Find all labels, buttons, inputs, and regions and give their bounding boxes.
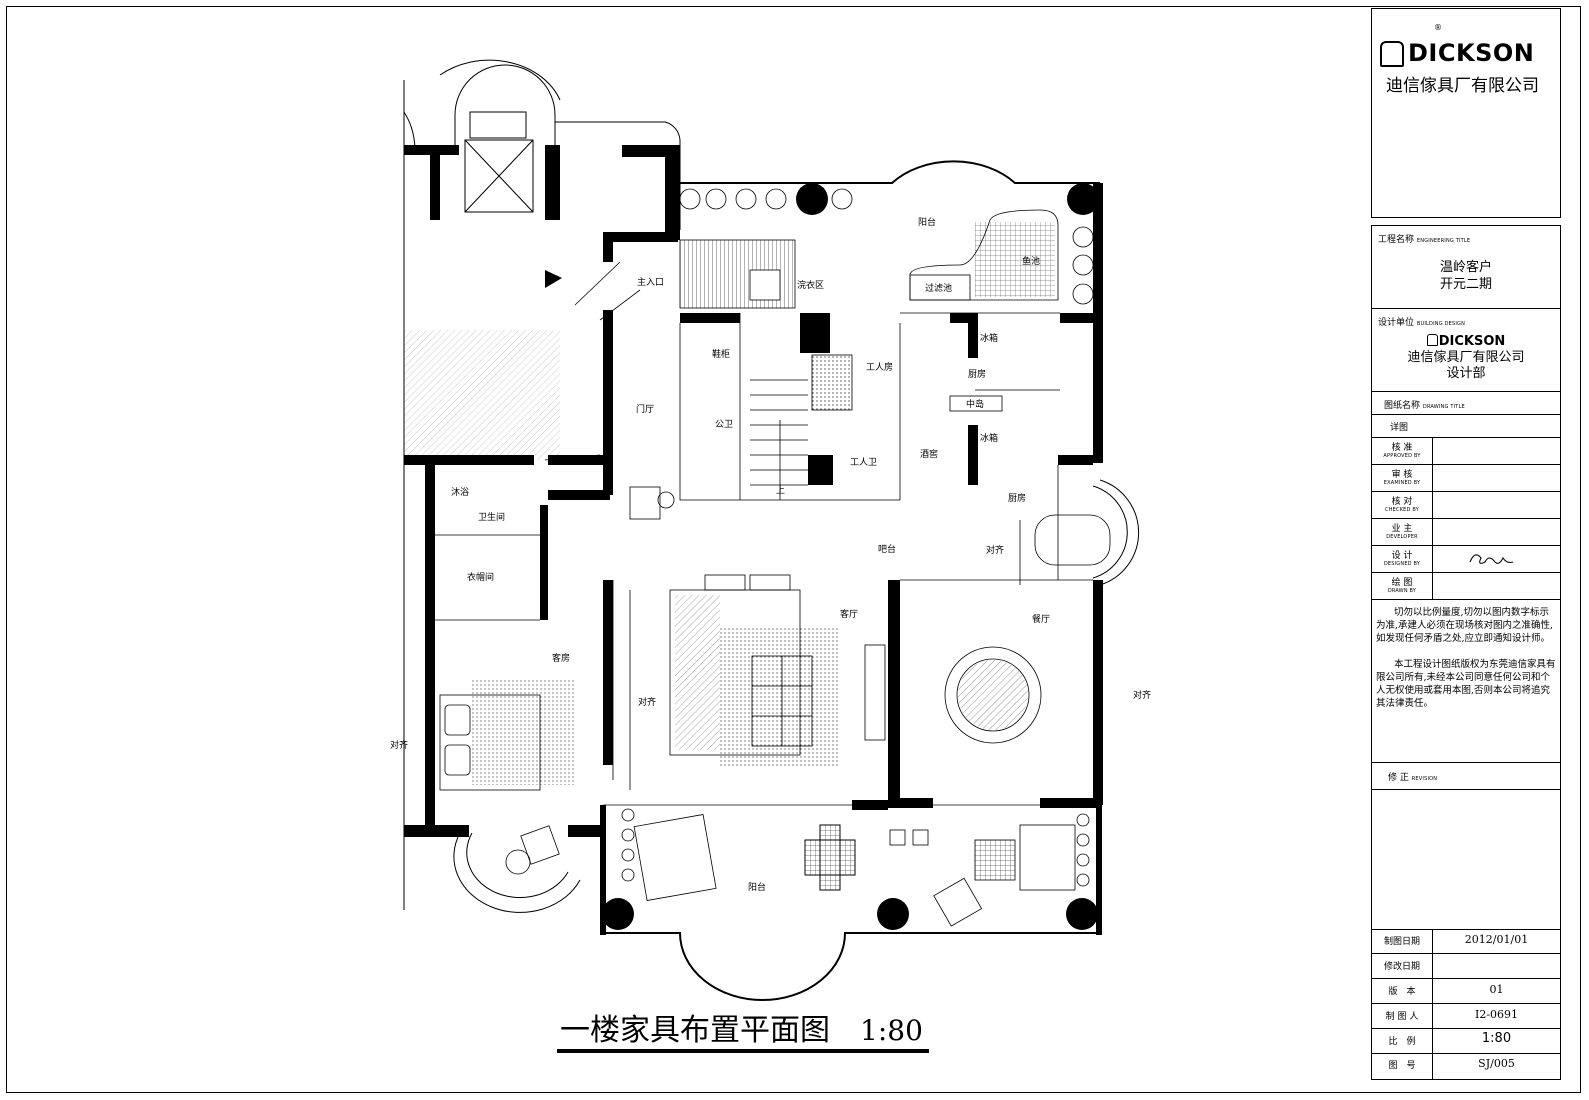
label-shower: 沐浴	[451, 486, 469, 498]
label-staff-wc: 工人卫	[850, 457, 877, 468]
title-underline	[557, 1049, 929, 1053]
label-align-1: 对齐	[638, 696, 656, 708]
modified-label: 修改日期	[1383, 962, 1420, 972]
label-kitchen-bottom: 厨房	[1008, 492, 1026, 504]
label-shoe-cabinet: 鞋柜	[712, 348, 730, 360]
registered-mark: ®	[1434, 23, 1442, 32]
label-balcony-top: 阳台	[918, 216, 936, 228]
label-foyer: 门厅	[636, 403, 654, 415]
logo-panel: DICKSON ® 迪信傢具厂有限公司	[1371, 8, 1561, 218]
label-bar: 吧台	[878, 543, 896, 555]
drawing-title-label: 图纸名称 DRAWING TITLE	[1384, 401, 1465, 411]
project-label: 工程名称 ENGINEERING TITLE	[1378, 235, 1471, 245]
label-stairs-up: 上	[776, 485, 785, 496]
dickson-logo-icon	[1380, 41, 1404, 67]
date-value: 2012/01/01	[1464, 933, 1529, 946]
label-filter-pond: 过滤池	[925, 282, 952, 294]
label-public-wc: 公卫	[715, 419, 733, 430]
floor-plan: 主入口 门厅 浣衣区 鞋柜 公卫 工人房 工人卫 厨房 中岛 冰箱 冰箱 酒窖 …	[390, 59, 1151, 1053]
label-cloakroom: 衣帽间	[467, 571, 494, 583]
label-wine-cellar: 酒窖	[920, 448, 938, 460]
company-name: 迪信傢具厂有限公司	[1386, 76, 1539, 96]
revision-label: 修 正 REVISION	[1388, 773, 1438, 783]
design-unit: DICKSON 迪信傢具厂有限公司 设计部	[1407, 334, 1525, 381]
label-living: 客厅	[840, 608, 858, 620]
label-align-3: 对齐	[986, 544, 1004, 556]
version-label: 版 本	[1388, 987, 1416, 997]
note-scale-warning: 切勿以比例量度,切勿以图内数字标示为准,承建人必须在现场核对图内之准确性,如发现…	[1376, 607, 1554, 644]
maker-label: 制 图 人	[1385, 1012, 1419, 1022]
project-name: 温岭客户 开元二期	[1439, 260, 1492, 292]
label-fridge-2: 冰箱	[980, 432, 998, 444]
label-fridge-1: 冰箱	[980, 332, 998, 344]
drawing-border	[6, 6, 1581, 1093]
drawing-title: 一楼家具布置平面图	[560, 1013, 830, 1048]
label-laundry: 浣衣区	[797, 279, 824, 291]
brand-name: DICKSON	[1408, 39, 1535, 67]
scale-label: 比 例	[1388, 1037, 1416, 1047]
label-dining: 餐厅	[1032, 613, 1050, 625]
label-island: 中岛	[966, 398, 984, 410]
version-value: 01	[1489, 983, 1504, 996]
label-staff-room: 工人房	[866, 361, 893, 373]
drawing-name: 详图	[1390, 423, 1409, 433]
scale-value: 1:80	[1481, 1031, 1512, 1046]
number-value: SJ/005	[1478, 1057, 1515, 1070]
date-label: 制图日期	[1383, 937, 1420, 947]
label-fish-pond: 鱼池	[1022, 255, 1040, 267]
design-unit-label: 设计单位 BUILDING DESIGN	[1378, 318, 1466, 328]
drawing-scale: 1:80	[860, 1014, 923, 1047]
note-copyright: 本工程设计图纸版权为东莞迪信家具有限公司所有,未经本公司同意任何公司和个人无权使…	[1376, 659, 1556, 709]
label-main-entrance: 主入口	[637, 276, 664, 288]
label-bathroom: 卫生间	[478, 511, 505, 523]
maker-value: I2-0691	[1474, 1008, 1519, 1021]
label-guest-room: 客房	[552, 652, 570, 664]
label-balcony-bottom: 阳台	[748, 881, 766, 893]
label-align-2: 对齐	[390, 739, 408, 751]
label-kitchen-top: 厨房	[968, 368, 986, 380]
designer-signature	[1469, 554, 1514, 564]
label-align-4: 对齐	[1133, 689, 1151, 701]
dickson-small-logo-icon	[1426, 334, 1438, 346]
title-block: 工程名称 ENGINEERING TITLE 温岭客户 开元二期 设计单位 BU…	[1371, 225, 1561, 1080]
number-label: 图 号	[1388, 1061, 1416, 1071]
